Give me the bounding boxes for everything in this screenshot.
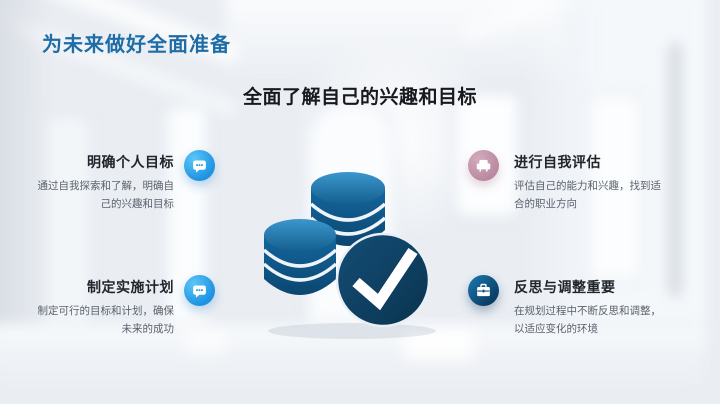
- bg-window: [586, 92, 644, 283]
- feature-title: 明确个人目标: [87, 154, 174, 170]
- feature-body: 制定可行的目标和计划，确保未来的成功: [37, 305, 175, 335]
- bg-floor: [0, 322, 706, 404]
- coin-stacks-checkmark-illustration: [262, 172, 436, 339]
- feature-reflect-adjust: 反思与调整重要 在规划过程中不断反思和调整，以适应变化的环境: [468, 275, 670, 339]
- checkmark-circle: [335, 232, 431, 328]
- feature-body: 在规划过程中不断反思和调整，以适应变化的环境: [514, 305, 661, 335]
- feature-self-assessment: 进行自我评估 评估自己的能力和兴趣，找到适合的职业方向: [468, 150, 670, 214]
- bg-wall-stripe: [670, 44, 680, 296]
- checkmark-icon: [352, 247, 418, 311]
- coin-stack-front: [262, 219, 338, 295]
- feature-title: 进行自我评估: [514, 154, 601, 170]
- armchair-icon: [468, 150, 499, 181]
- feature-clarify-goals: 明确个人目标 通过自我探索和了解，明确自己的兴趣和目标: [37, 150, 215, 214]
- section-heading: 全面了解自己的兴趣和目标: [242, 87, 477, 108]
- bg-floor-reflection: [404, 326, 474, 360]
- feature-title: 反思与调整重要: [514, 279, 616, 295]
- feature-body: 评估自己的能力和兴趣，找到适合的职业方向: [514, 180, 661, 210]
- feature-make-plan: 制定实施计划 制定可行的目标和计划，确保未来的成功: [37, 275, 215, 339]
- chat-bubble-icon: [184, 275, 215, 306]
- briefcase-icon: [468, 275, 499, 306]
- bg-floor-reflection: [186, 328, 226, 354]
- page-title: 为未来做好全面准备: [42, 34, 231, 56]
- feature-title: 制定实施计划: [87, 279, 174, 295]
- illustration-shadow: [268, 323, 436, 339]
- chat-bubble-icon: [184, 150, 215, 181]
- feature-body: 通过自我探索和了解，明确自己的兴趣和目标: [37, 180, 175, 210]
